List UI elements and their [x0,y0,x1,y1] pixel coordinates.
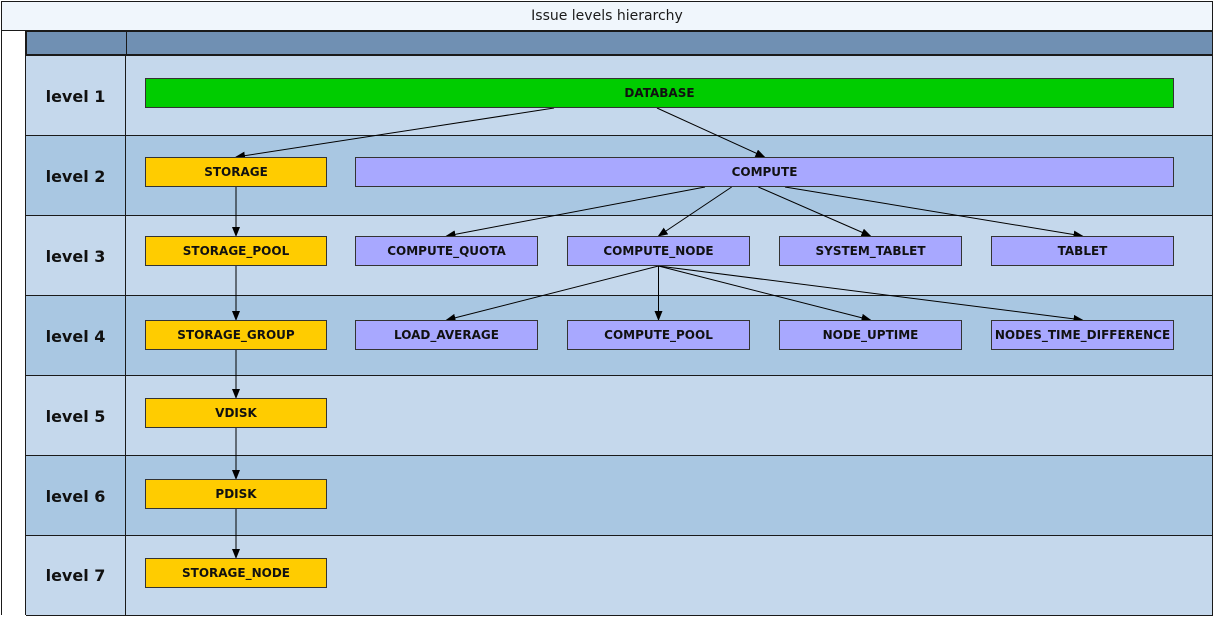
node-node-uptime[interactable]: NODE_UPTIME [779,320,962,350]
level-label: level 3 [26,216,126,296]
diagram-title: Issue levels hierarchy [1,1,1213,31]
node-compute[interactable]: COMPUTE [355,157,1174,187]
node-load-average[interactable]: LOAD_AVERAGE [355,320,538,350]
level-label: level 7 [26,536,126,615]
level-label: level 4 [26,296,126,376]
level-label: level 6 [26,456,126,536]
node-vdisk[interactable]: VDISK [145,398,327,428]
level-label: level 1 [26,56,126,136]
node-pdisk[interactable]: PDISK [145,479,327,509]
node-compute-quota[interactable]: COMPUTE_QUOTA [355,236,538,266]
header-cell-right [126,31,1213,55]
node-nodes-time-difference[interactable]: NODES_TIME_DIFFERENCE [991,320,1174,350]
header-cell-left [26,31,127,55]
node-storage-pool[interactable]: STORAGE_POOL [145,236,327,266]
node-database[interactable]: DATABASE [145,78,1174,108]
node-compute-pool[interactable]: COMPUTE_POOL [567,320,750,350]
node-compute-node[interactable]: COMPUTE_NODE [567,236,750,266]
node-system-tablet[interactable]: SYSTEM_TABLET [779,236,962,266]
node-tablet[interactable]: TABLET [991,236,1174,266]
node-storage-node[interactable]: STORAGE_NODE [145,558,327,588]
left-strip [1,30,26,615]
level-label: level 5 [26,376,126,456]
node-storage[interactable]: STORAGE [145,157,327,187]
level-label: level 2 [26,136,126,216]
node-storage-group[interactable]: STORAGE_GROUP [145,320,327,350]
